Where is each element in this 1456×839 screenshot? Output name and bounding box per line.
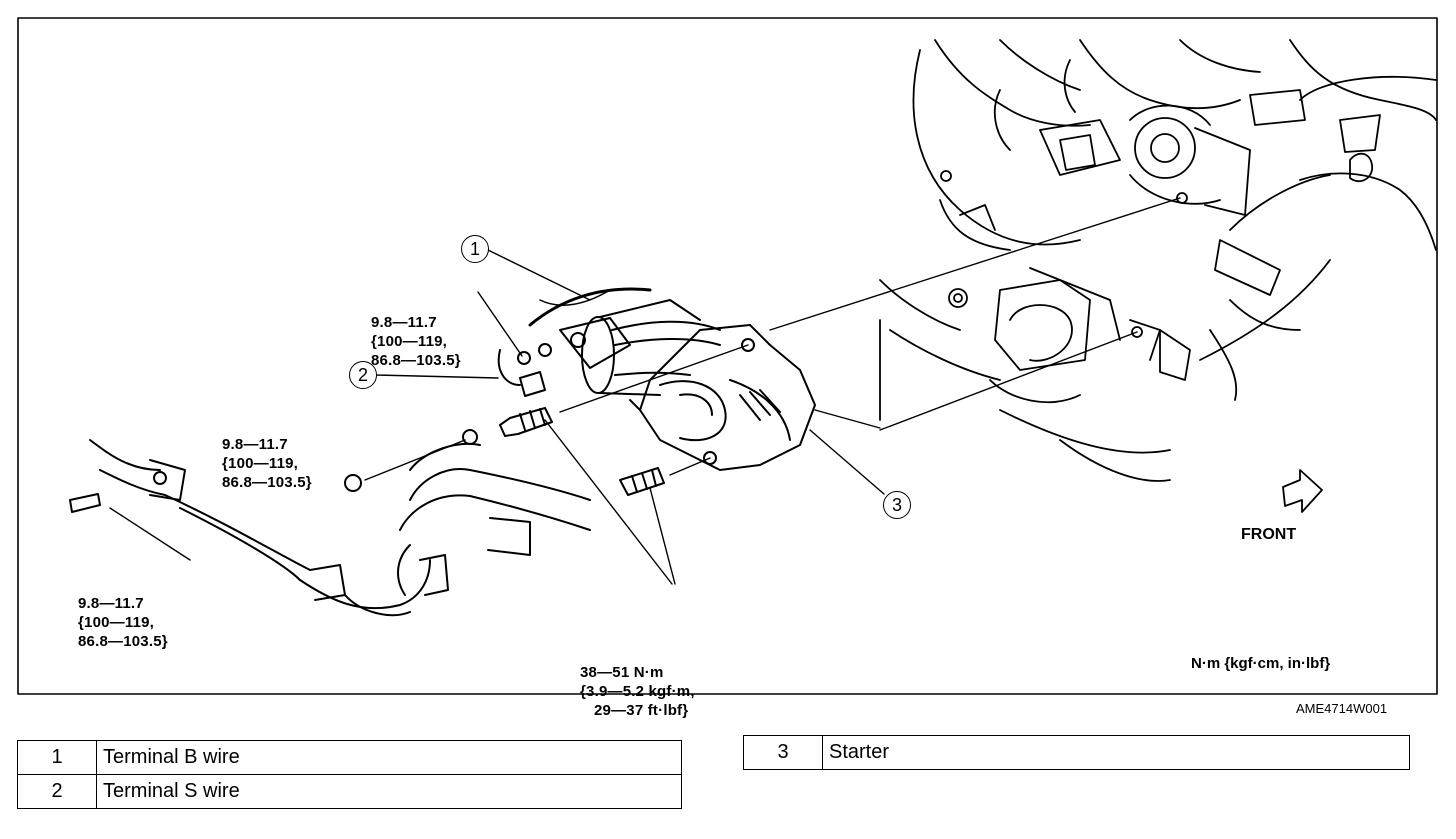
- legend-row: 1 Terminal B wire: [17, 740, 682, 775]
- units-label: N·m {kgf·cm, in·lbf}: [1191, 655, 1331, 672]
- stabilizer-bar-drawing: [69, 429, 591, 617]
- torque-spec-bracket-nut: 9.8—11.7{100—119,86.8—103.5}: [222, 436, 312, 491]
- front-label: FRONT: [1241, 526, 1297, 543]
- legend-table-right: 3 Starter: [743, 735, 1410, 770]
- legend-row: 3 Starter: [743, 735, 1410, 770]
- legend-table-left: 1 Terminal B wire 2 Terminal S wire: [17, 740, 682, 809]
- engine-block-drawing: [912, 39, 1437, 381]
- torque-spec-starter-bolts: 38—51 N·m{3.9—5.2 kgf·m,29—37 ft·lbf}: [580, 664, 695, 719]
- callout-2: 2: [349, 361, 377, 389]
- legend-description: Terminal B wire: [96, 740, 682, 775]
- leader-lines: [109, 197, 1181, 585]
- callout-1: 1: [461, 235, 489, 263]
- legend-number: 3: [743, 735, 823, 770]
- front-arrow-icon: [1282, 469, 1323, 513]
- starter-drawing: [497, 287, 816, 496]
- legend-number: 1: [17, 740, 97, 775]
- figure-id: AME4714W001: [1296, 701, 1388, 716]
- callout-3: 3: [883, 491, 911, 519]
- transmission-housing-drawing: [879, 192, 1238, 482]
- legend-description: Starter: [822, 735, 1410, 770]
- legend-number: 2: [17, 774, 97, 809]
- torque-spec-terminal-b: 9.8—11.7{100—119,86.8—103.5}: [371, 314, 461, 369]
- torque-spec-stabilizer-bolt: 9.8—11.7{100—119,86.8—103.5}: [78, 595, 168, 650]
- legend-row: 2 Terminal S wire: [17, 774, 682, 809]
- legend-description: Terminal S wire: [96, 774, 682, 809]
- diagram-frame: [17, 17, 1438, 695]
